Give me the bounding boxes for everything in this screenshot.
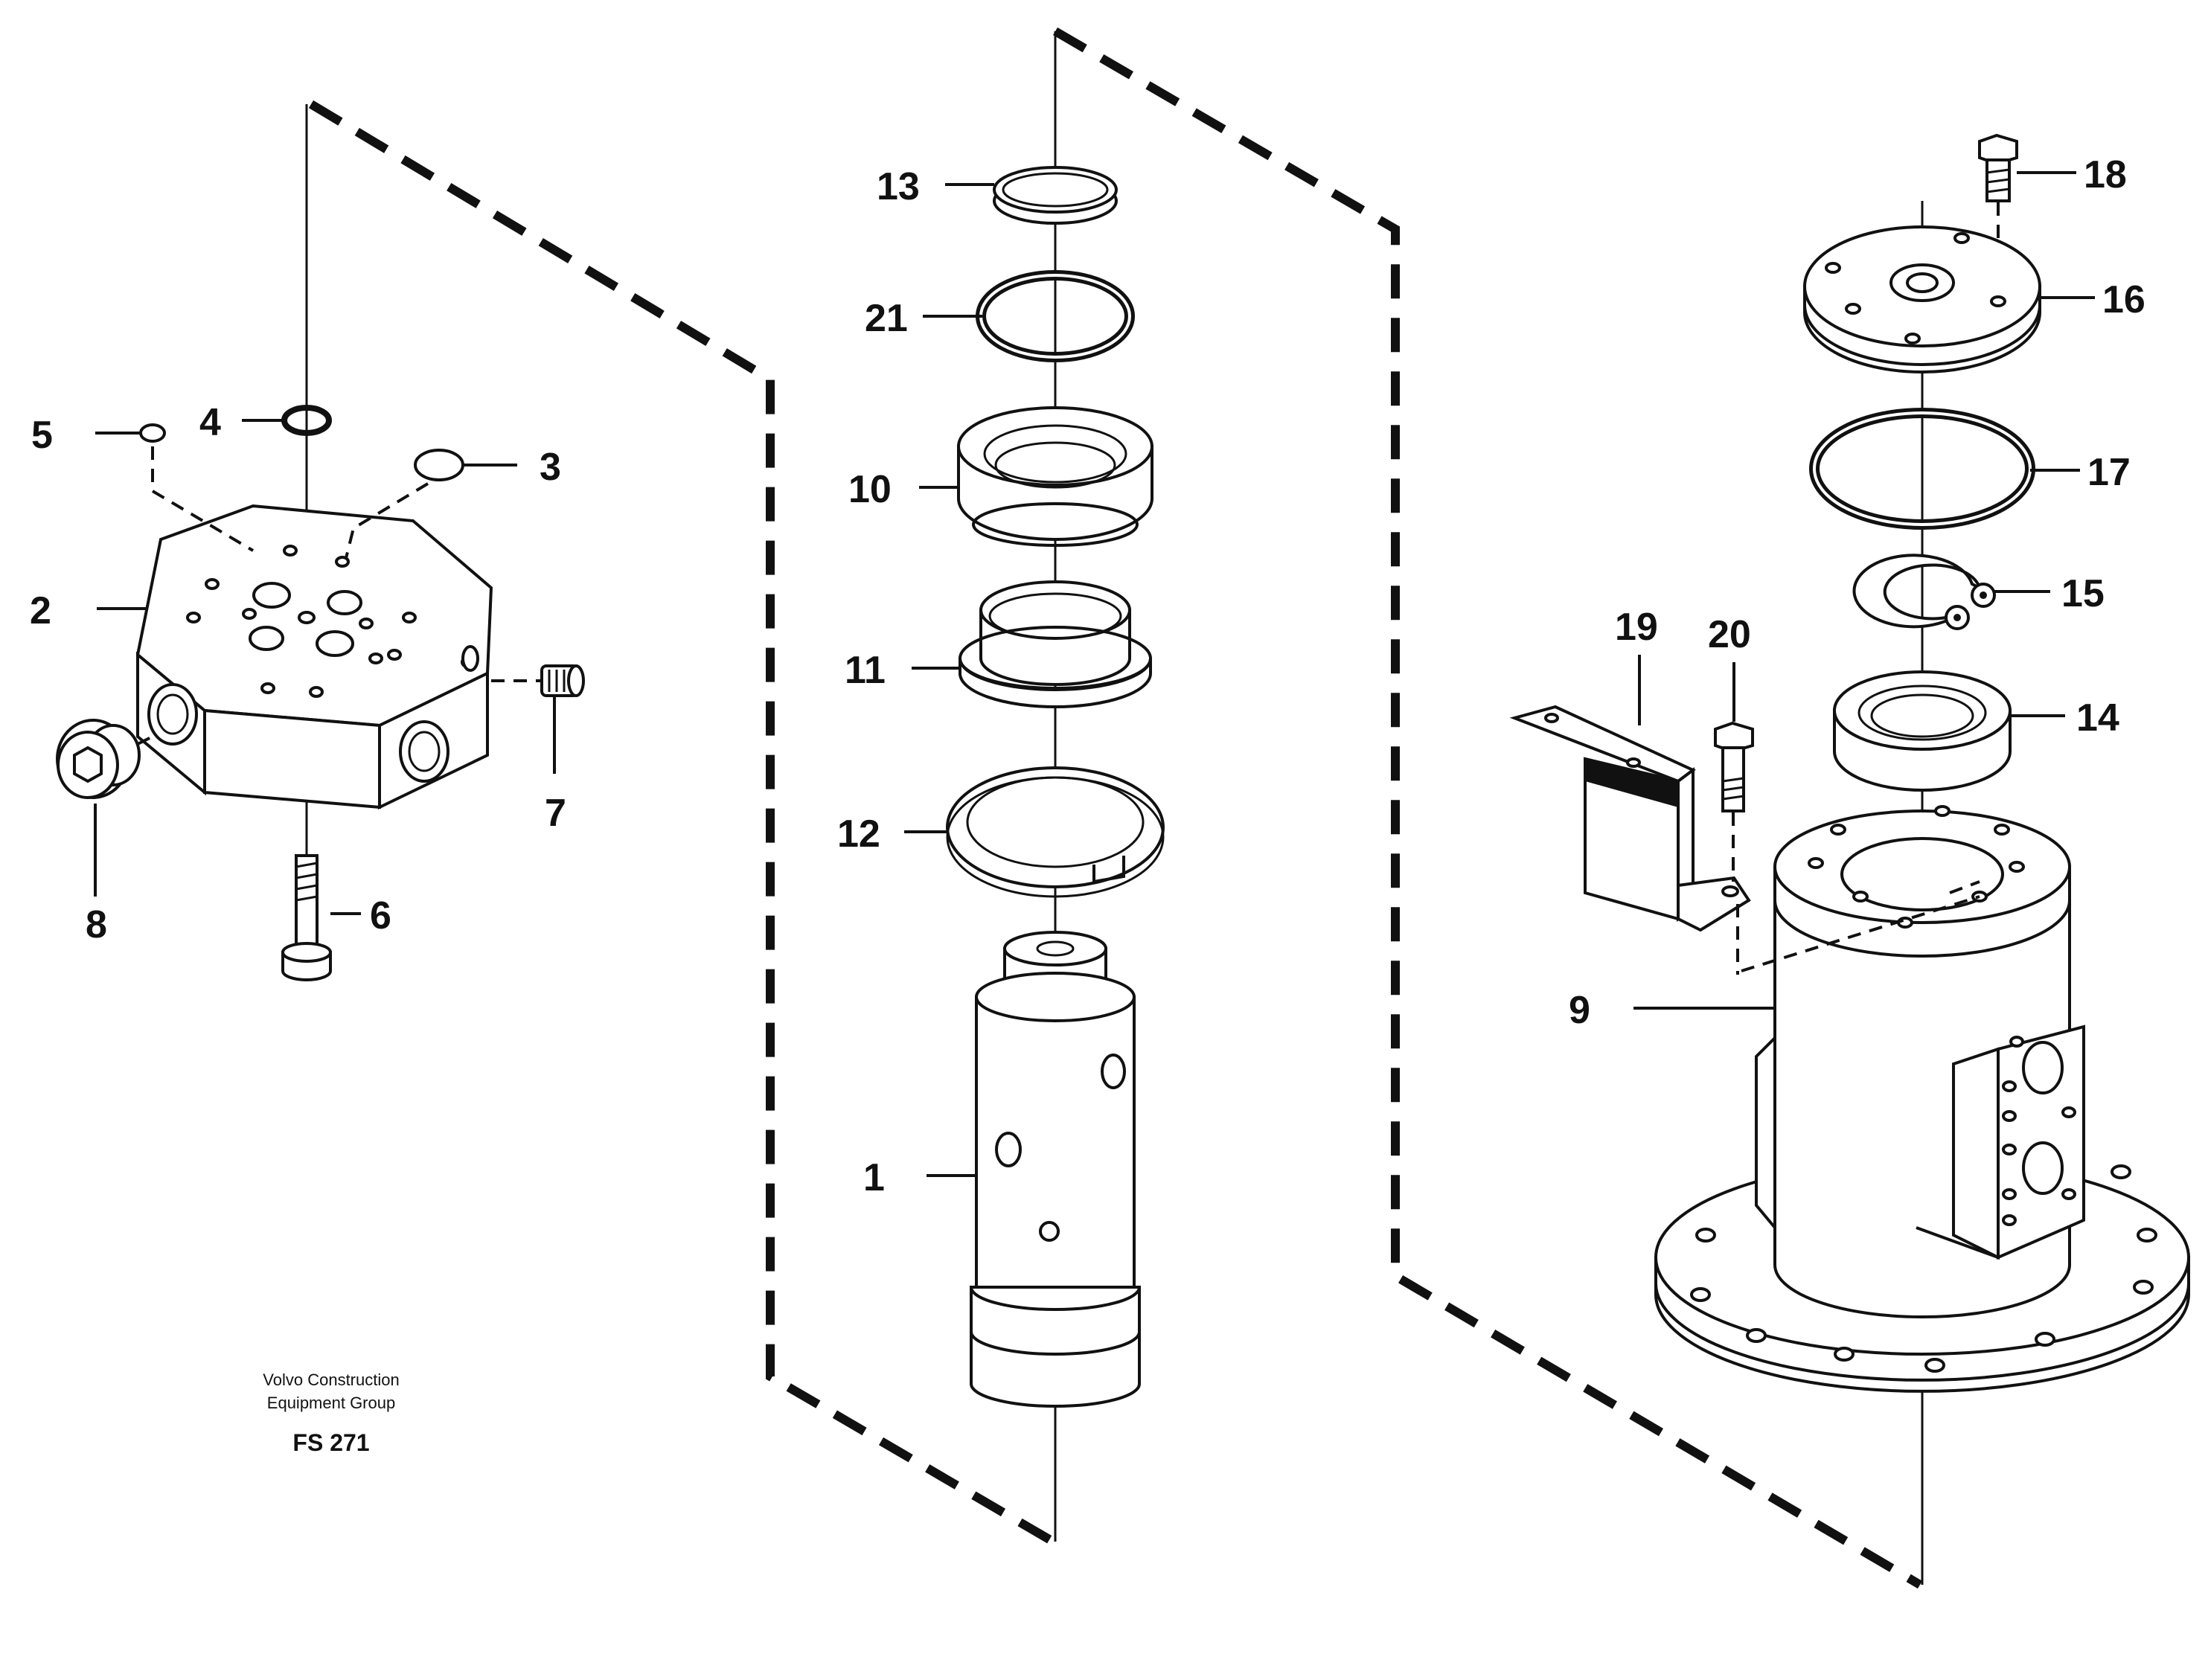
callout-11: 11 <box>845 649 886 692</box>
credit-line-2: Equipment Group <box>267 1394 395 1412</box>
part-14-bearing <box>1833 670 2012 792</box>
callout-4: 4 <box>199 401 221 444</box>
part-15-circlip <box>1852 554 1996 630</box>
callout-20: 20 <box>1708 613 1751 656</box>
callout-19: 19 <box>1615 606 1658 649</box>
part-7-plug <box>491 664 585 697</box>
part-16-cover-plate <box>1803 225 2041 373</box>
callout-10: 10 <box>848 468 892 511</box>
part-6-bolt <box>281 854 332 981</box>
part-5-o-ring <box>139 423 255 552</box>
callout-8: 8 <box>86 903 107 946</box>
callout-15: 15 <box>2061 572 2105 615</box>
callout-7: 7 <box>545 792 566 835</box>
callout-16: 16 <box>2102 278 2145 321</box>
callout-21: 21 <box>865 297 908 340</box>
dashed-boundary-right <box>1052 27 1923 1589</box>
callout-17: 17 <box>2087 451 2131 494</box>
figure-code: FS 271 <box>292 1429 369 1456</box>
part-11-flanged-bushing <box>959 580 1152 708</box>
part-13-ring <box>993 166 1118 225</box>
part-2-valve-block <box>135 504 493 810</box>
callout-2: 2 <box>30 589 51 632</box>
callout-14: 14 <box>2076 696 2119 740</box>
callout-13: 13 <box>877 165 920 208</box>
part-12-slotted-washer <box>946 766 1165 898</box>
part-20-bolt <box>1714 721 1754 975</box>
callout-9: 9 <box>1569 989 1590 1032</box>
callout-6: 6 <box>370 894 391 937</box>
part-8-plug <box>56 719 153 799</box>
part-10-bearing-housing <box>957 406 1153 547</box>
leader-lines <box>94 171 2095 1177</box>
callout-12: 12 <box>837 812 880 856</box>
part-1-shaft <box>970 931 1141 1408</box>
callout-labels: 13 21 10 11 12 1 5 4 3 2 8 7 6 18 16 17 … <box>30 153 2145 1199</box>
dashed-boundary-left <box>308 100 1056 1546</box>
callout-5: 5 <box>31 414 53 457</box>
callout-3: 3 <box>540 446 561 489</box>
callout-18: 18 <box>2084 153 2127 196</box>
callout-1: 1 <box>863 1156 885 1199</box>
figure-credit: Volvo Construction Equipment Group FS 27… <box>263 1370 399 1456</box>
part-9-swivel-housing <box>1654 805 2190 1393</box>
credit-line-1: Volvo Construction <box>263 1370 399 1389</box>
part-19-bracket <box>1509 705 1751 932</box>
